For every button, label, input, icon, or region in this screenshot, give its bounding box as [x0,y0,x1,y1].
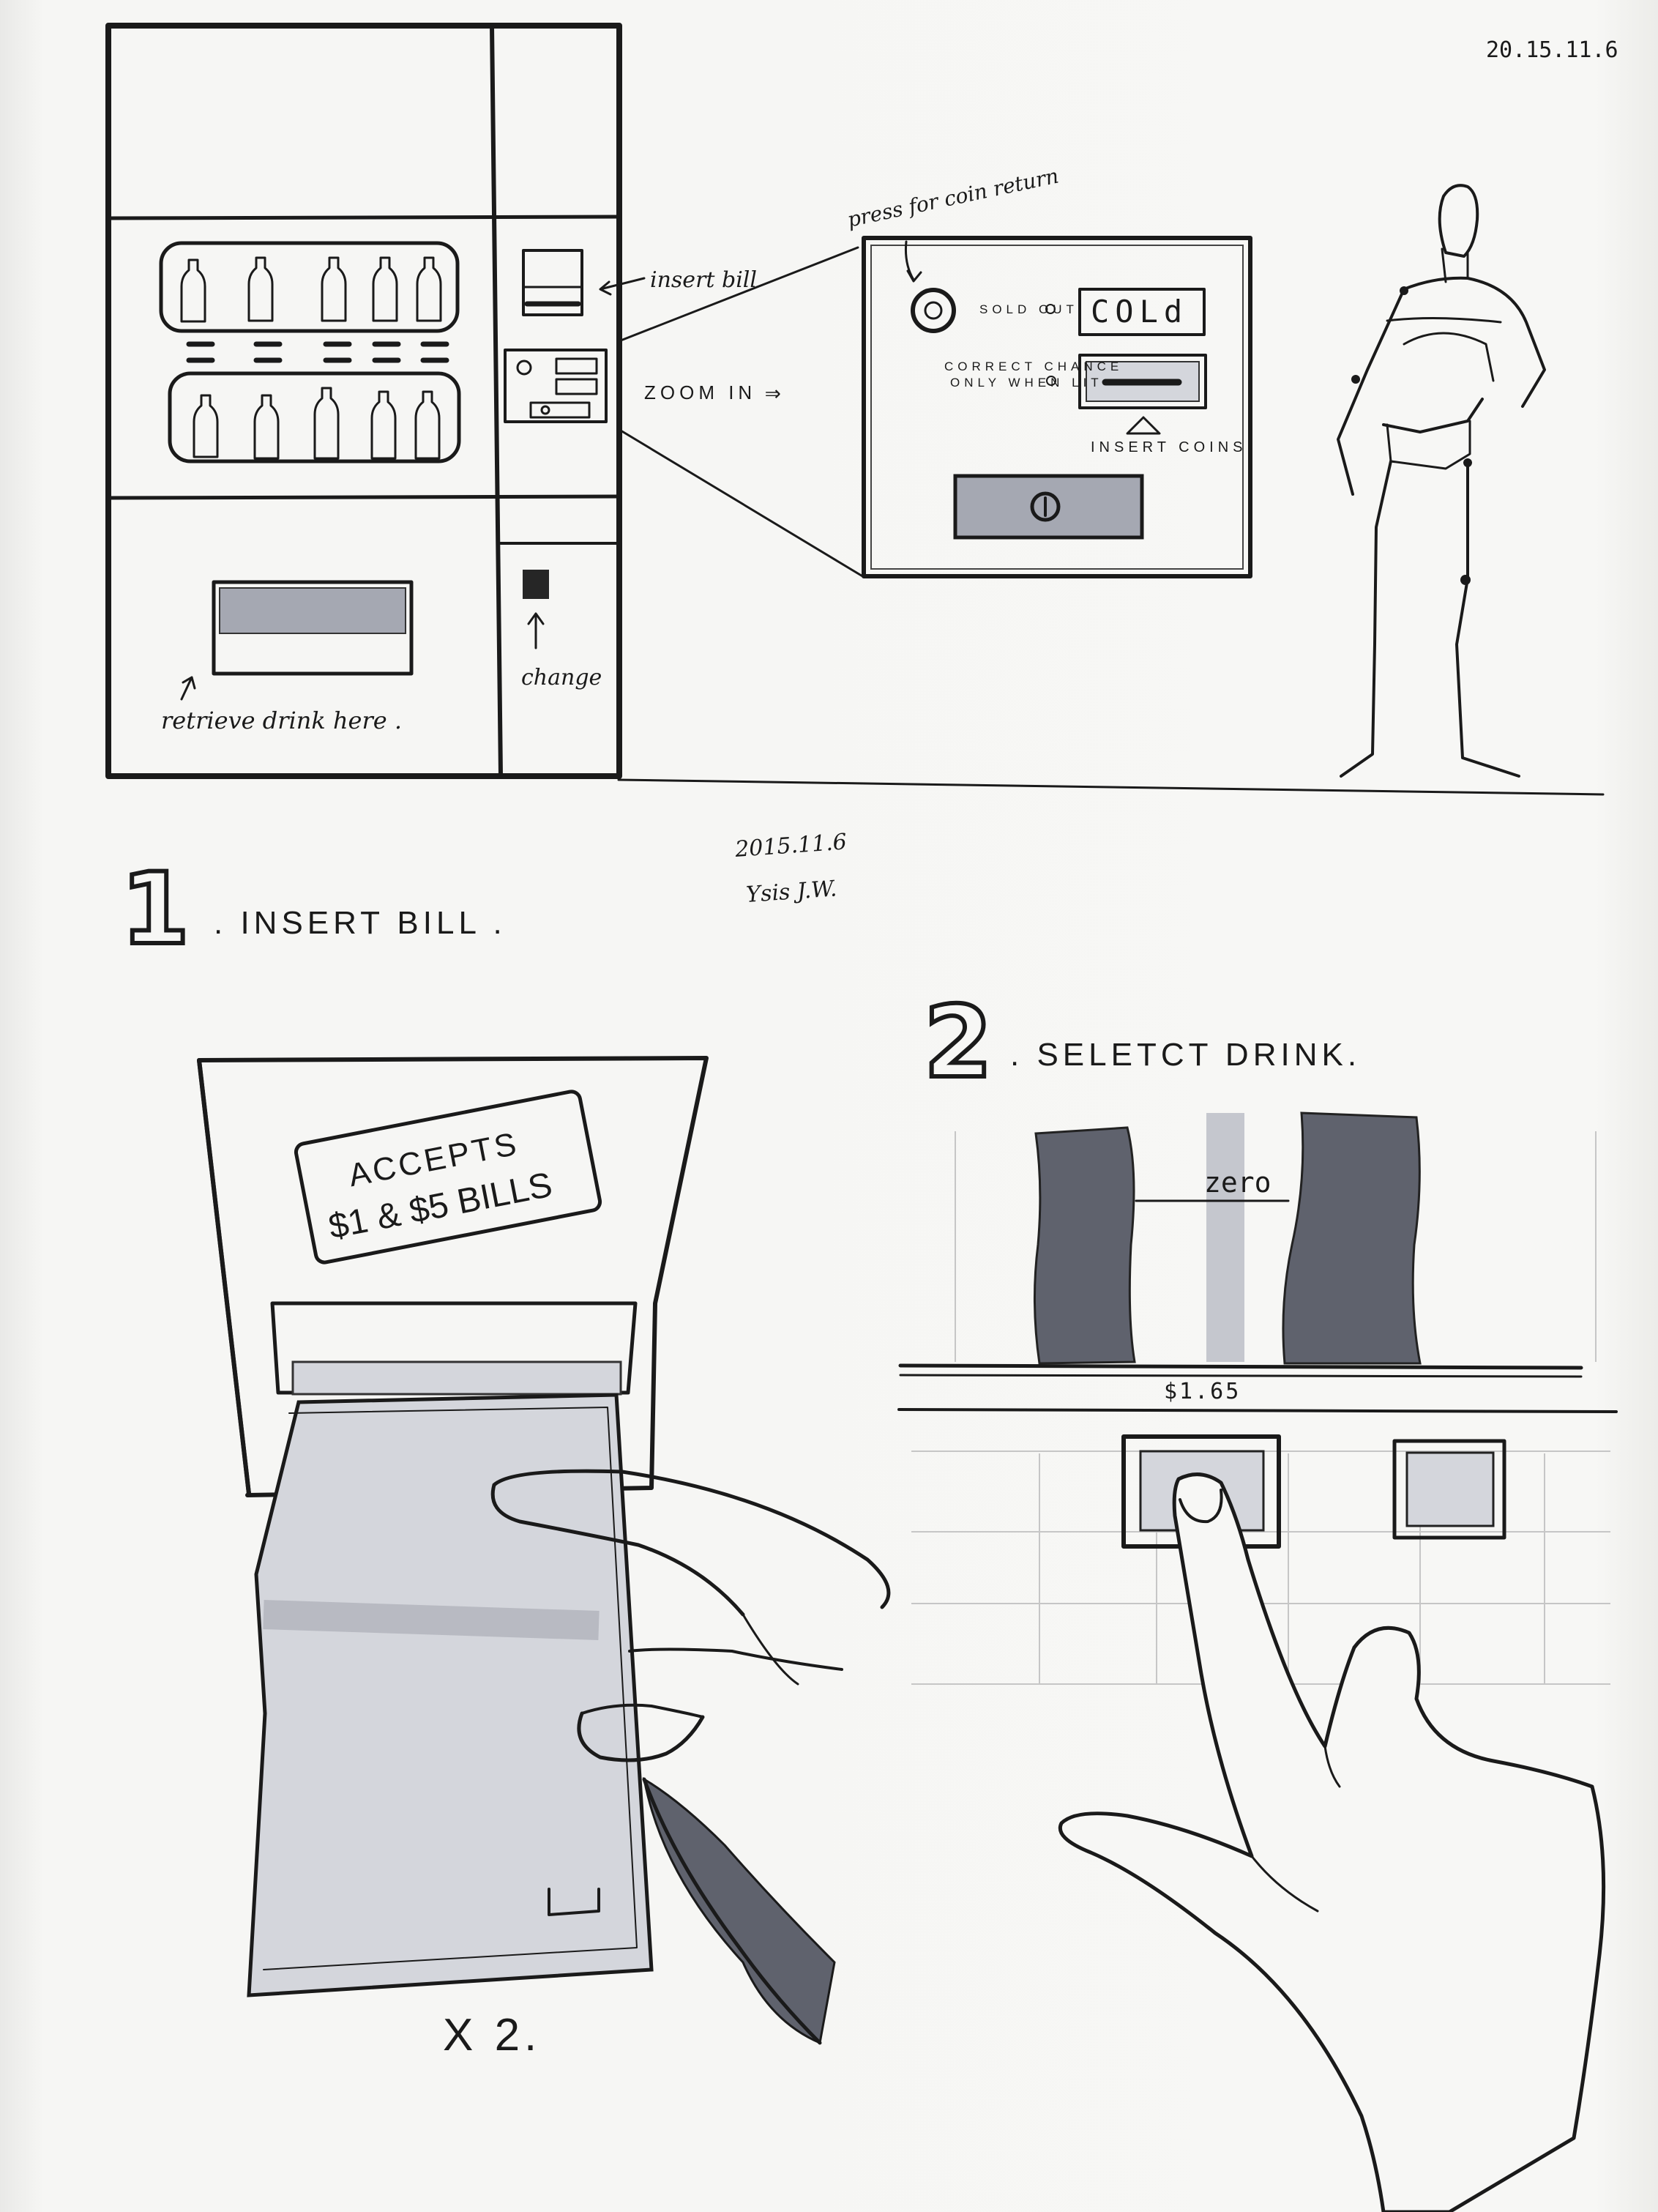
zoom-in-label: ZOOM IN [644,381,756,403]
zoomed-coin-panel [862,236,1252,578]
signature-name: Ysis J.W. [745,876,837,908]
change-slot [523,570,549,649]
retrieval-slot [180,580,414,701]
multiplier-label: X 2. [443,2010,541,2060]
bill-slot [522,249,583,316]
ground-line [617,778,1605,796]
step2-title: . SELETCT DRINK. [1010,1037,1361,1073]
display-window [1078,288,1206,336]
zoom-callout-lines [619,246,865,578]
drink-select-button-right [1392,1439,1506,1540]
bottle-row-top [180,256,442,323]
insert-coins-label: INSERT COINS [1091,439,1247,455]
step1-number: 1 [121,852,190,967]
coin-panel-small [504,349,608,423]
bill-acceptor-illustration: ACCEPTS $1 & $5 BILLS [197,1056,891,2045]
date-top: 20.15.11.6 [1486,37,1618,63]
insert-bill-note: insert bill [650,267,757,293]
retrieve-note: retrieve drink here . [161,707,402,734]
cold-display-text: COLd [1091,294,1188,329]
vending-machine [105,23,646,779]
bill-return-button [953,474,1144,540]
zoom-arrow-icon: ⇒ [765,378,781,408]
human-figure [1337,184,1546,778]
coin-return-button [911,288,956,333]
drink-selection-illustration [897,1111,1618,2212]
price-label: $1.65 [1164,1379,1241,1404]
sold-out-label: SOLD OUT [979,302,1078,316]
selection-buttons [186,341,449,363]
correct-change-line1: CORRECT CHANCE [944,360,1123,373]
accepts-sign: ACCEPTS $1 & $5 BILLS [294,1090,602,1265]
step1-title: . INSERT BILL . [214,905,507,941]
correct-change-line2: ONLY WHEN LIT [950,376,1103,390]
signature-date: 2015.11.6 [733,829,848,863]
change-note: change [521,665,602,690]
coin-slot [1078,354,1207,435]
zero-label: zero [1204,1166,1271,1199]
step2-number: 2 [924,985,993,1100]
bottle-row-bottom [193,387,441,460]
coin-return-note: press for coin return [845,163,1061,231]
